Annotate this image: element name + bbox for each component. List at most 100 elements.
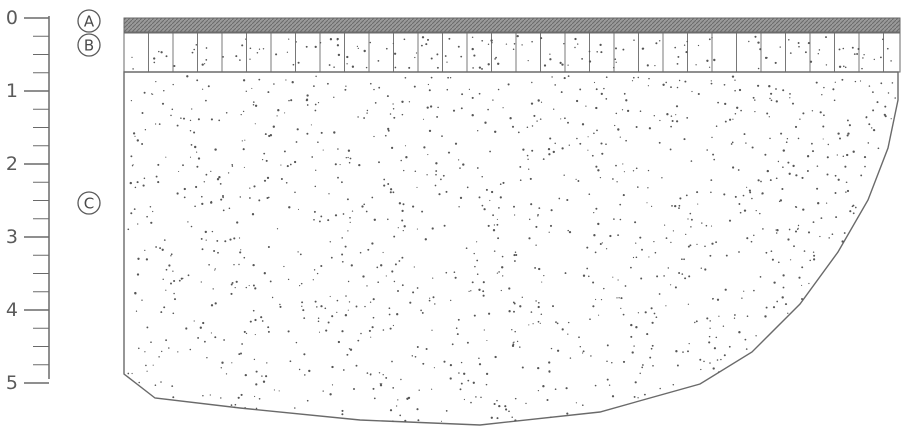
stipple-dot: [506, 43, 507, 44]
stipple-dot: [870, 360, 872, 362]
stipple-dot: [618, 279, 619, 280]
stipple-dot: [757, 85, 759, 87]
stipple-dot: [433, 296, 435, 298]
stipple-dot: [221, 367, 222, 368]
stipple-dot: [423, 146, 425, 148]
stipple-dot: [835, 216, 837, 218]
stipple-dot: [474, 315, 476, 317]
stipple-dot: [564, 77, 566, 79]
stipple-dot: [377, 281, 379, 283]
stipple-dot: [438, 193, 440, 195]
stipple-dot: [853, 151, 855, 153]
stipple-dot: [243, 257, 245, 259]
stipple-dot: [477, 273, 479, 275]
stipple-dot: [711, 37, 712, 38]
stipple-dot: [654, 313, 656, 315]
stipple-dot: [623, 194, 625, 196]
stipple-dot: [829, 372, 831, 374]
stipple-dot: [578, 336, 580, 338]
stipple-dot: [223, 210, 225, 212]
scale-label-1: 1: [6, 80, 18, 102]
stipple-dot: [519, 305, 521, 307]
stipple-dot: [165, 339, 167, 341]
stipple-dot: [713, 367, 715, 369]
stipple-dot: [281, 178, 283, 180]
stipple-dot: [181, 278, 183, 280]
stipple-dot: [620, 308, 621, 309]
stipple-dot: [508, 83, 510, 85]
stipple-dot: [890, 242, 891, 243]
stipple-dot: [880, 268, 881, 269]
stipple-dot: [569, 231, 571, 233]
stipple-dot: [691, 414, 693, 416]
stipple-dot: [710, 192, 712, 194]
stipple-dot: [187, 221, 188, 222]
stipple-dot: [843, 48, 845, 50]
stipple-dot: [776, 100, 778, 102]
stipple-dot: [472, 37, 473, 38]
stipple-dot: [202, 395, 203, 396]
stipple-dot: [640, 110, 642, 112]
stipple-dot: [497, 237, 499, 239]
stipple-dot: [131, 57, 132, 58]
stipple-dot: [715, 400, 717, 402]
stipple-dot: [296, 41, 297, 42]
stipple-dot: [514, 303, 516, 305]
stipple-dot: [535, 245, 536, 246]
stipple-dot: [616, 62, 617, 63]
stipple-dot: [217, 252, 219, 254]
stipple-dot: [165, 290, 166, 291]
stipple-dot: [235, 287, 236, 288]
stipple-dot: [137, 223, 138, 224]
stipple-dot: [732, 75, 734, 77]
stipple-dot: [893, 269, 895, 271]
stipple-dot: [417, 287, 419, 289]
stipple-dot: [315, 104, 317, 106]
stipple-dot: [197, 337, 199, 339]
stipple-dot: [817, 202, 819, 204]
stipple-dot: [373, 136, 374, 137]
stipple-dot: [675, 114, 676, 115]
stipple-dot: [666, 113, 668, 115]
stipple-dot: [875, 228, 876, 229]
stipple-dot: [427, 39, 429, 41]
stipple-dot: [238, 353, 240, 355]
stipple-dot: [318, 318, 319, 319]
layer-label-c-letter: C: [84, 195, 94, 213]
stipple-dot: [401, 101, 403, 103]
stipple-dot: [317, 141, 319, 143]
stipple-dot: [155, 412, 156, 413]
stipple-dot: [771, 99, 773, 101]
stipple-dot: [891, 245, 893, 247]
stipple-dot: [634, 221, 636, 223]
stipple-dot: [721, 406, 723, 408]
stipple-dot: [710, 179, 712, 181]
stipple-dot: [363, 203, 365, 205]
stipple-dot: [162, 249, 164, 251]
stipple-dot: [159, 123, 161, 125]
stipple-dot: [884, 179, 886, 181]
stipple-dot: [330, 241, 331, 242]
stipple-dot: [458, 159, 459, 160]
stipple-dot: [753, 97, 755, 99]
stipple-dot: [677, 87, 679, 89]
stipple-dot: [828, 144, 829, 145]
stipple-dot: [482, 290, 484, 292]
stipple-dot: [673, 230, 674, 231]
stipple-dot: [211, 201, 213, 203]
stipple-dot: [511, 329, 512, 330]
stipple-dot: [711, 384, 712, 385]
stipple-dot: [853, 419, 854, 420]
stipple-dot: [551, 348, 552, 349]
stipple-dot: [441, 135, 443, 137]
stipple-dot: [528, 60, 529, 61]
depth-scale: 0 1 2 3 4 5: [6, 7, 49, 394]
stipple-dot: [647, 187, 648, 188]
stipple-dot: [711, 226, 712, 227]
stipple-dot: [564, 419, 565, 420]
stipple-dot: [538, 321, 540, 323]
stipple-dot: [500, 183, 502, 185]
stipple-dot: [625, 285, 627, 287]
stipple-dot: [651, 206, 652, 207]
stipple-dot: [551, 76, 552, 77]
